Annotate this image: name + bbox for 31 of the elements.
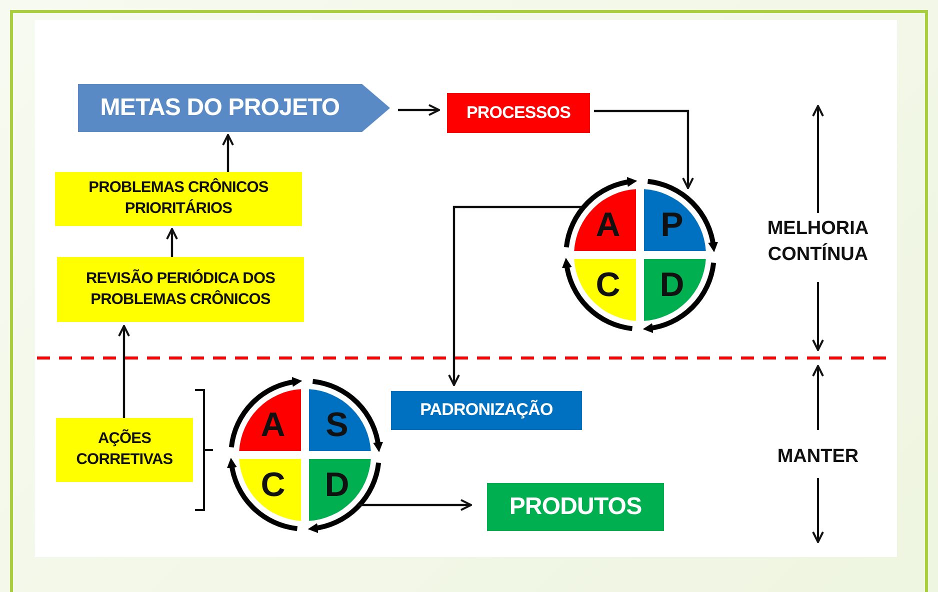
arrow — [594, 110, 694, 190]
box-label: PADRONIZAÇÃO — [420, 399, 553, 422]
box-label: REVISÃO PERIÓDICA DOS PROBLEMAS CRÔNICOS — [84, 268, 276, 310]
process-box — [57, 257, 304, 322]
process-box — [55, 172, 302, 226]
arrow — [448, 206, 582, 386]
section-label: MANTER — [776, 445, 860, 469]
quadrant-letter: S — [324, 408, 350, 442]
process-box — [391, 391, 582, 430]
arrow — [398, 104, 440, 116]
box-label: AÇÕES CORRETIVAS — [75, 429, 174, 470]
arrow — [166, 228, 178, 257]
quadrant-letter: C — [594, 268, 622, 302]
box-label: PROCESSOS — [466, 102, 571, 124]
quadrant-letter: D — [324, 468, 350, 502]
process-box — [487, 483, 664, 531]
goal-arrow-shape — [78, 84, 390, 132]
quadrant-letter: P — [660, 208, 684, 242]
quadrant-letter: C — [260, 468, 286, 502]
box-label: METAS DO PROJETO — [100, 92, 340, 123]
arrow — [222, 134, 234, 172]
arrow — [358, 499, 472, 511]
arrow — [118, 325, 130, 418]
section-label: MELHORIA CONTÍNUA — [766, 217, 870, 267]
quadrant-letter: D — [658, 268, 686, 302]
quadrant-letter: A — [260, 408, 286, 442]
quadrant-letter: A — [594, 208, 622, 242]
box-label: PRODUTOS — [509, 492, 642, 522]
process-box — [447, 93, 590, 133]
box-label: PROBLEMAS CRÔNICOS PRIORITÁRIOS — [88, 178, 270, 219]
process-box — [56, 418, 193, 482]
